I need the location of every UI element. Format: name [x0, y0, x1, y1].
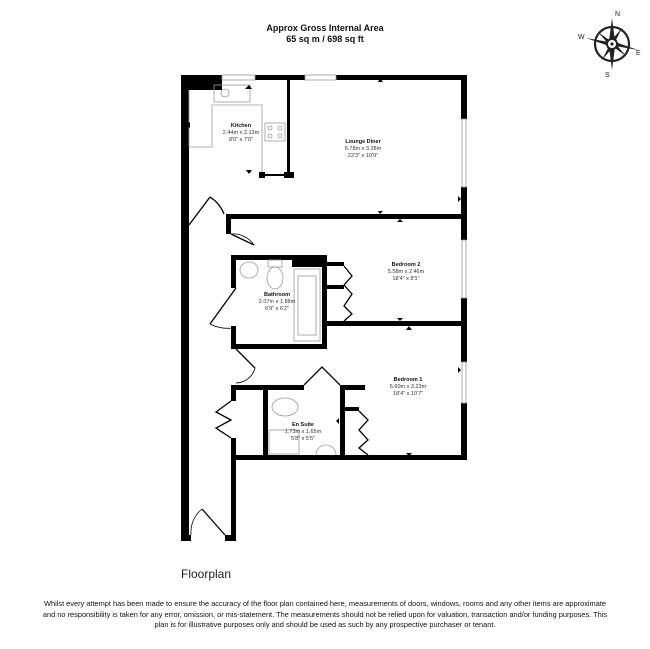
room-label-bedroom-2: Bedroom 2 5.58m x 2.46m 18'4" x 8'1"	[387, 262, 425, 282]
compass-rose-icon: N E S W	[578, 11, 641, 78]
gross-internal-area-title: Approx Gross Internal Area 65 sq m / 698…	[0, 23, 650, 45]
area-title-line2: 65 sq m / 698 sq ft	[286, 34, 364, 44]
room-label-lounge-diner: Lounge Diner 6.78m x 3.28m 22'3" x 10'9"	[344, 139, 382, 159]
room-label-en-suite: En Suite 1.73m x 1.65m 5'8" x 5'5"	[284, 422, 322, 442]
room-label-kitchen: Kitchen 2.44m x 2.13m 8'0" x 7'0"	[222, 123, 260, 143]
room-label-bedroom-1: Bedroom 1 5.60m x 3.23m 18'4" x 10'7"	[389, 377, 427, 397]
disclaimer-text: Whilst every attempt has been made to en…	[42, 599, 608, 629]
dimension-markers	[186, 78, 461, 456]
area-title-line1: Approx Gross Internal Area	[266, 23, 384, 33]
svg-text:E: E	[636, 50, 641, 57]
svg-text:W: W	[578, 34, 585, 41]
walls	[181, 75, 467, 541]
doors	[188, 196, 369, 536]
floorplan-caption: Floorplan	[181, 567, 232, 581]
fixtures-and-windows	[188, 74, 467, 456]
svg-text:N: N	[615, 11, 620, 18]
room-label-bathroom: Bathroom 2.07m x 1.88m 6'9" x 6'2"	[258, 292, 296, 312]
svg-text:S: S	[605, 72, 610, 78]
